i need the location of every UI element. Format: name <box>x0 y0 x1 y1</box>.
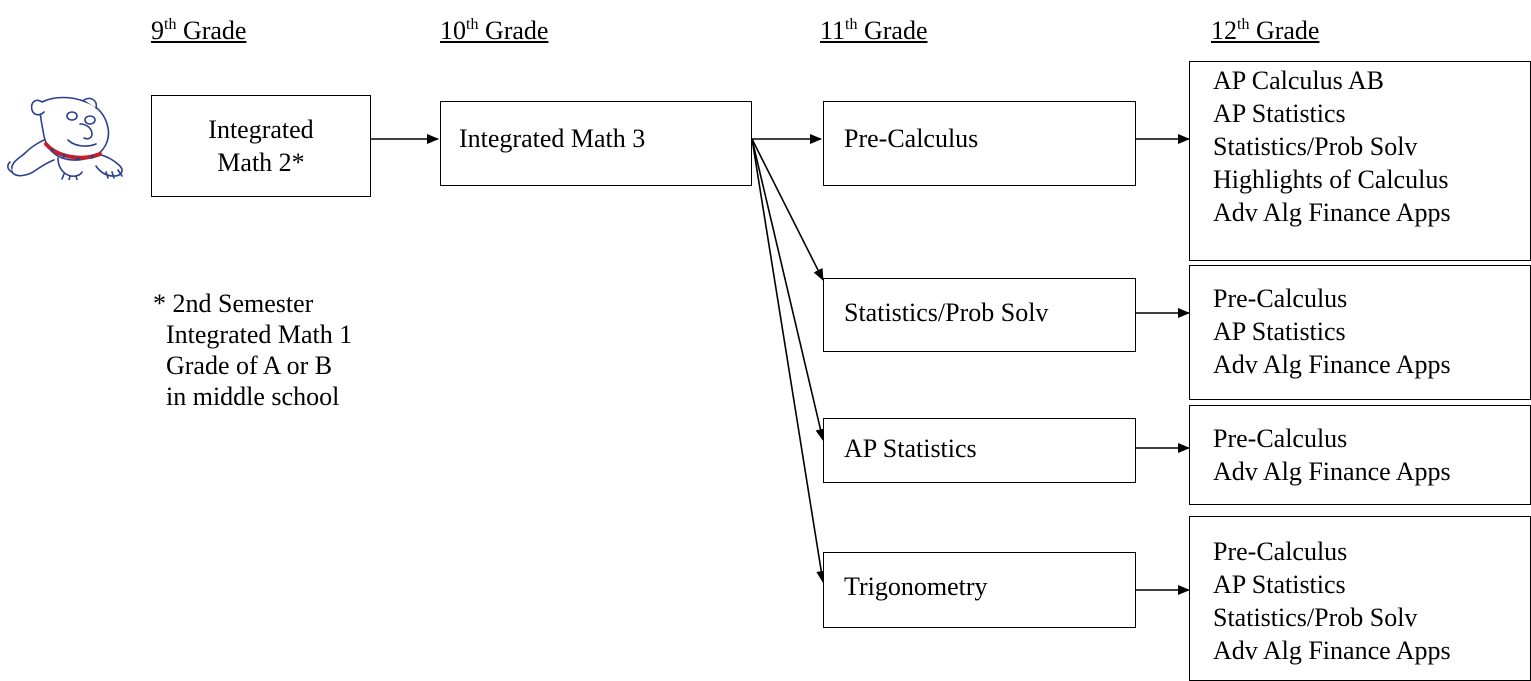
course-name: Pre-Calculus <box>844 124 979 153</box>
heading-grade-11-word: Grade <box>864 16 928 45</box>
footnote: * 2nd Semester Integrated Math 1 Grade o… <box>153 288 352 412</box>
footnote-line: in middle school <box>153 382 340 411</box>
heading-grade-12-suffix: th <box>1237 16 1250 33</box>
heading-grade-12-word: Grade <box>1255 16 1320 45</box>
option-line: Pre-Calculus <box>1213 424 1348 453</box>
course-name: Statistics/Prob Solv <box>844 298 1049 327</box>
options-box-after-statistics-prob-solv: Pre-Calculus AP Statistics Adv Alg Finan… <box>1189 265 1531 400</box>
heading-grade-10-num: 10 <box>440 16 466 45</box>
option-line: Highlights of Calculus <box>1213 165 1449 194</box>
option-line: Adv Alg Finance Apps <box>1213 198 1451 227</box>
option-line: Adv Alg Finance Apps <box>1213 457 1451 486</box>
heading-grade-11-suffix: th <box>845 16 858 33</box>
heading-grade-11-num: 11 <box>820 16 846 45</box>
options-box-after-pre-calculus: AP Calculus AB AP Statistics Statistics/… <box>1189 61 1531 261</box>
option-line: Statistics/Prob Solv <box>1213 603 1418 632</box>
heading-grade-10-word: Grade <box>484 16 549 45</box>
arrow-grade10-to-ap-statistics <box>751 138 826 441</box>
heading-grade-9: 9th Grade <box>151 16 246 46</box>
heading-grade-9-num: 9 <box>151 16 164 45</box>
option-line: AP Calculus AB <box>1213 66 1384 95</box>
option-line: Adv Alg Finance Apps <box>1213 636 1451 665</box>
option-line: Pre-Calculus <box>1213 537 1348 566</box>
course-box-ap-statistics: AP Statistics <box>823 418 1136 483</box>
options-box-after-ap-statistics: Pre-Calculus Adv Alg Finance Apps <box>1189 405 1531 505</box>
heading-grade-10-suffix: th <box>466 16 479 33</box>
course-box-pre-calculus: Pre-Calculus <box>823 101 1136 186</box>
heading-grade-9-suffix: th <box>164 16 177 33</box>
option-line: AP Statistics <box>1213 317 1346 346</box>
option-line: Adv Alg Finance Apps <box>1213 350 1451 379</box>
bulldog-mascot-icon <box>7 96 123 180</box>
course-line: Math 2* <box>217 148 305 177</box>
course-box-statistics-prob-solv: Statistics/Prob Solv <box>823 278 1136 352</box>
option-line: AP Statistics <box>1213 570 1346 599</box>
arrow-grade10-to-trigonometry <box>751 138 827 583</box>
course-box-integrated-math-2: Integrated Math 2* <box>151 95 371 197</box>
arrow-grade10-to-statistics <box>751 138 824 281</box>
heading-grade-10: 10th Grade <box>440 16 548 46</box>
footnote-line: * 2nd Semester <box>153 289 314 318</box>
footnote-line: Integrated Math 1 <box>153 320 353 349</box>
course-name: Trigonometry <box>844 572 988 601</box>
course-line: Integrated <box>208 115 314 144</box>
course-name: Integrated Math 3 <box>459 124 646 153</box>
course-box-integrated-math-3: Integrated Math 3 <box>440 101 752 186</box>
option-line: Statistics/Prob Solv <box>1213 132 1418 161</box>
options-box-after-trigonometry: Pre-Calculus AP Statistics Statistics/Pr… <box>1189 516 1531 681</box>
heading-grade-11: 11th Grade <box>820 16 928 46</box>
course-name: AP Statistics <box>844 434 977 463</box>
footnote-line: Grade of A or B <box>153 351 333 380</box>
heading-grade-9-word: Grade <box>182 16 247 45</box>
course-box-trigonometry: Trigonometry <box>823 552 1136 628</box>
heading-grade-12: 12th Grade <box>1211 16 1319 46</box>
option-line: Pre-Calculus <box>1213 284 1348 313</box>
heading-grade-12-num: 12 <box>1211 16 1237 45</box>
option-line: AP Statistics <box>1213 99 1346 128</box>
